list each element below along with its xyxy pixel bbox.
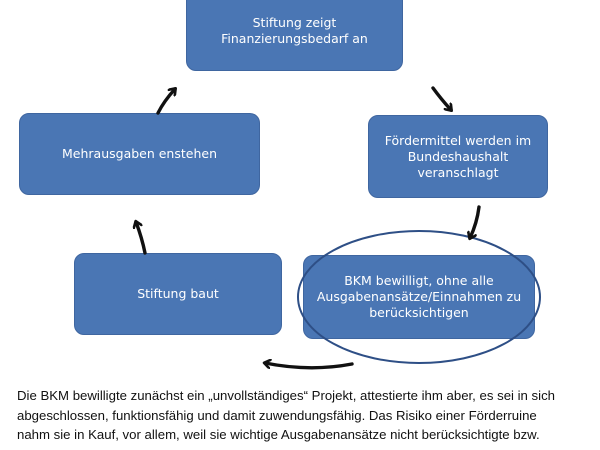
arrow-top-to-right xyxy=(431,86,451,110)
node-mehrausgaben: Mehrausgaben enstehen xyxy=(19,113,260,195)
node-label: Fördermittel werden im Bundeshaushalt ve… xyxy=(384,132,532,180)
caption-line: nahm sie in Kauf, vor allem, weil sie wi… xyxy=(17,427,540,442)
caption: Die BKM bewilligte zunächst ein „unvolls… xyxy=(17,386,597,445)
arrow-bottom-left-to-left xyxy=(136,222,147,255)
highlight-ellipse xyxy=(297,230,541,364)
arrow-bottom-right-to-bottom-left xyxy=(265,363,354,370)
node-finanzierungsbedarf: Stiftung zeigt Finanzierungsbedarf an xyxy=(186,0,403,71)
node-foerdermittel-veranschlagt: Fördermittel werden im Bundeshaushalt ve… xyxy=(368,115,548,198)
node-bkm-bewilligt: BKM bewilligt, ohne alle Ausgabenansätze… xyxy=(303,255,535,339)
arrow-right-to-bottom-right xyxy=(470,205,481,238)
caption-line: abgeschlossen, funktionsfähig und damit … xyxy=(17,407,537,423)
caption-line: Die BKM bewilligte zunächst ein „unvolls… xyxy=(17,388,556,403)
node-label: Stiftung zeigt Finanzierungsbedarf an xyxy=(221,14,368,46)
node-label: BKM bewilligt, ohne alle Ausgabenansätze… xyxy=(316,273,522,320)
node-label: Mehrausgaben enstehen xyxy=(62,146,217,161)
arrow-left-to-top xyxy=(156,89,175,115)
node-stiftung-baut: Stiftung baut xyxy=(74,253,282,335)
node-label: Stiftung baut xyxy=(137,286,219,301)
